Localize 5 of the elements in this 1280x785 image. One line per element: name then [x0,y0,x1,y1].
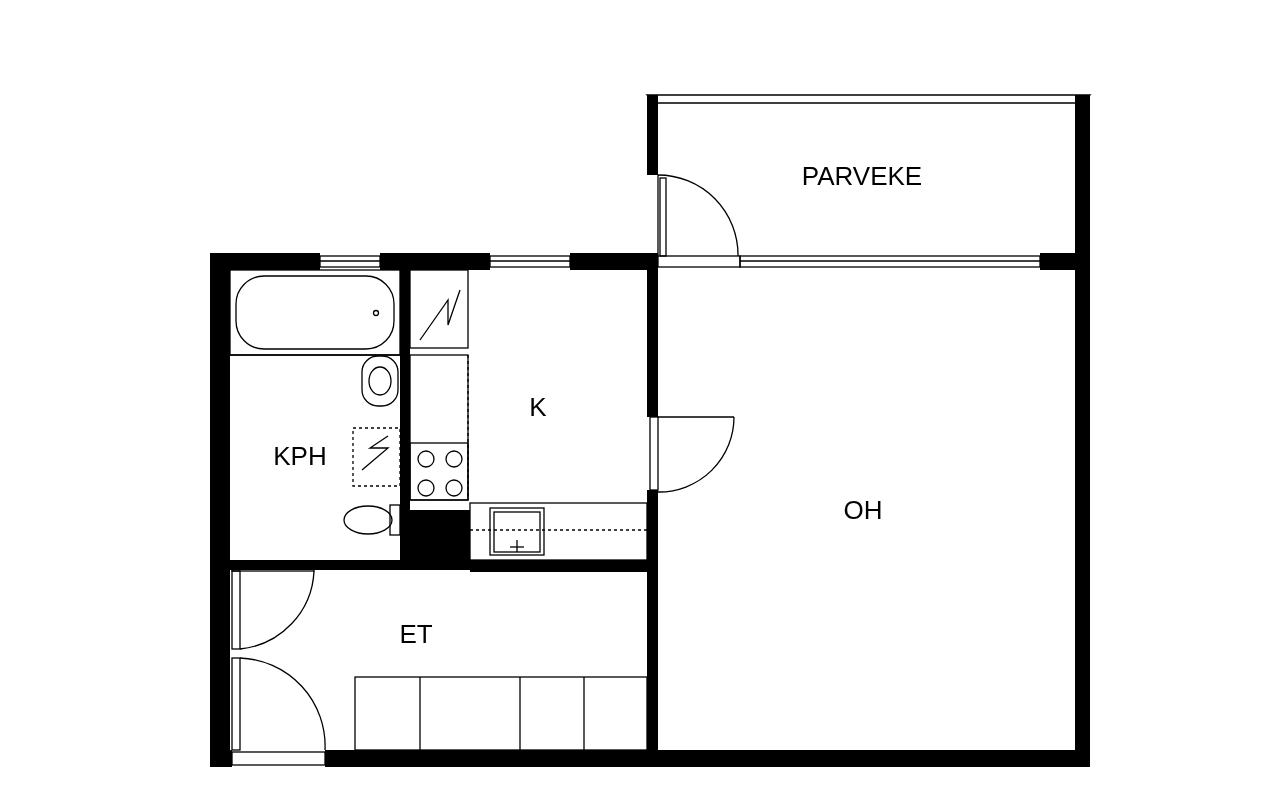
room-label: ET [399,618,433,650]
room-label: PARVEKE [801,160,923,192]
room-label: KPH [273,440,327,472]
room-label: OH [843,494,883,526]
room-label: K [529,391,547,423]
